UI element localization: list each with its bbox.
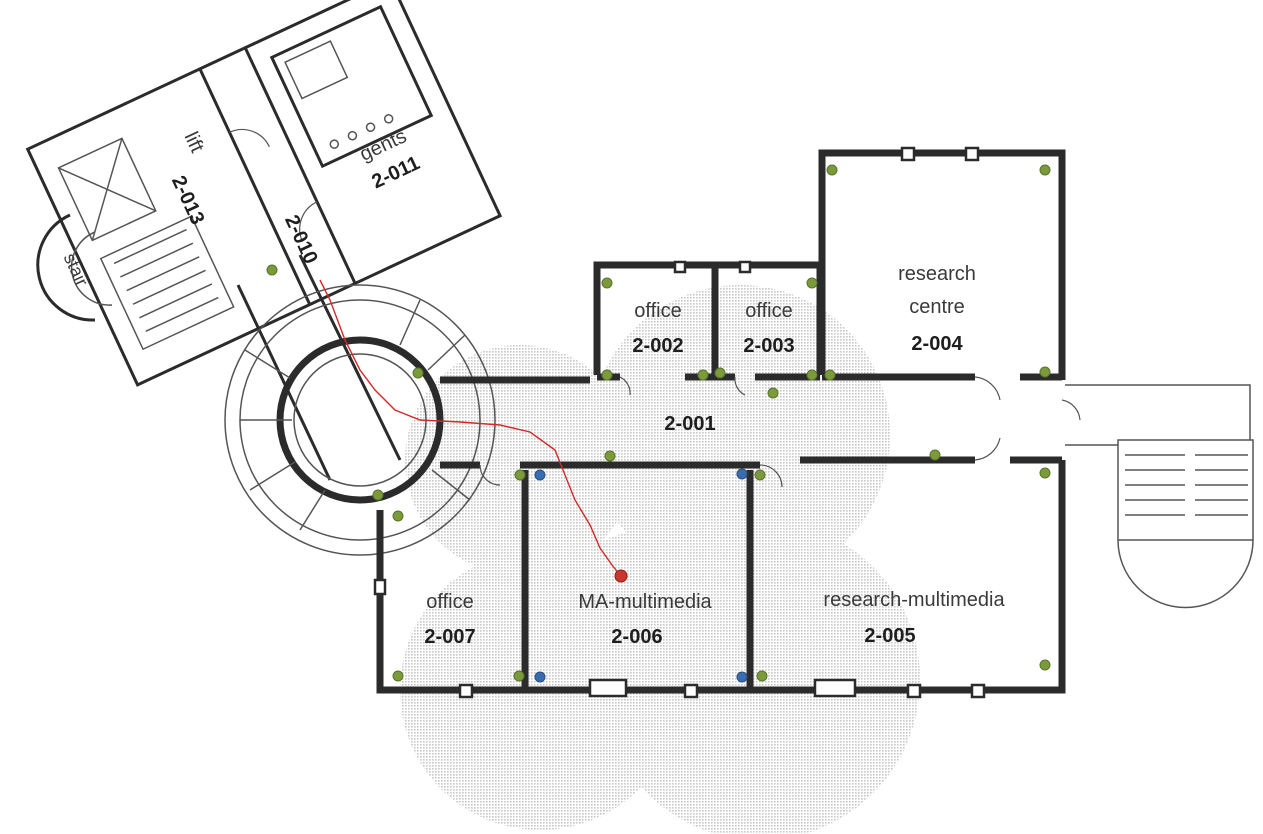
gents-cubicle	[284, 40, 349, 100]
green-dot-icon	[714, 367, 726, 379]
green-dot-icon	[513, 670, 525, 682]
green-dot-icon	[767, 387, 779, 399]
room-2-004-number: 2-004	[911, 333, 963, 355]
stair-curve	[36, 213, 96, 322]
room-2-005-number: 2-005	[864, 625, 915, 647]
green-dot-icon	[697, 369, 709, 381]
green-dot-icon	[1039, 366, 1051, 378]
green-dot-icon	[1039, 164, 1051, 176]
green-dot-icon	[806, 369, 818, 381]
rotunda	[224, 284, 496, 556]
door-swings	[479, 376, 1081, 488]
red-dot-icon[interactable]	[614, 569, 628, 583]
room-2-006-number: 2-006	[611, 626, 662, 648]
stair-label: stair	[60, 250, 93, 289]
northwest-wing	[25, 0, 503, 387]
room-2-013-name: lift	[180, 129, 209, 157]
lift-shaft	[57, 137, 157, 242]
walls	[376, 149, 1254, 694]
green-dot-icon	[604, 450, 616, 462]
room-2-006-name: MA-multimedia	[578, 591, 712, 613]
green-dot-icon	[929, 449, 941, 461]
green-dot-icon	[392, 670, 404, 682]
green-dot-icon	[756, 670, 768, 682]
blue-dot-icon	[736, 468, 748, 480]
east-stair	[1117, 439, 1254, 541]
green-dot-icon	[1039, 467, 1051, 479]
room-2-001-number: 2-001	[664, 413, 715, 435]
green-dot-icon	[514, 469, 526, 481]
gents-room	[269, 4, 434, 169]
coverage-circle	[590, 285, 890, 585]
window-posts	[373, 146, 986, 699]
room-2-005-name: research-multimedia	[823, 589, 1005, 611]
wing-outline	[25, 0, 503, 387]
movement-path	[319, 279, 621, 576]
room-2-010-number: 2-010	[280, 212, 322, 268]
room-2-013-number: 2-013	[167, 172, 209, 228]
coverage-circle	[405, 345, 635, 575]
room-2-003-number: 2-003	[743, 335, 794, 357]
room-2-004-name-line2: centre	[909, 296, 965, 318]
blue-dot-icon	[534, 671, 546, 683]
room-2-003-name: office	[745, 300, 792, 322]
room-2-007-name: office	[426, 591, 473, 613]
green-dot-icon	[372, 489, 384, 501]
room-2-007-number: 2-007	[424, 626, 475, 648]
green-dot-icon	[826, 164, 838, 176]
green-dot-icon	[754, 469, 766, 481]
coverage-areas	[400, 285, 920, 834]
green-dot-icon	[392, 510, 404, 522]
green-dot-icon	[824, 369, 836, 381]
blue-dot-icon	[736, 671, 748, 683]
stair-block	[99, 215, 235, 351]
blue-beacons	[534, 468, 748, 683]
green-dot-icon	[412, 367, 424, 379]
green-dot-icon	[266, 264, 278, 276]
green-dot-icon	[806, 277, 818, 289]
green-sensors	[266, 164, 1051, 682]
room-2-004-name-line1: research	[898, 263, 976, 285]
stair-curve-inner	[70, 231, 113, 306]
blue-dot-icon	[534, 469, 546, 481]
room-2-002-number: 2-002	[632, 335, 683, 357]
room-2-002-name: office	[634, 300, 681, 322]
green-dot-icon	[601, 369, 613, 381]
green-dot-icon	[601, 277, 613, 289]
green-dot-icon	[1039, 659, 1051, 671]
